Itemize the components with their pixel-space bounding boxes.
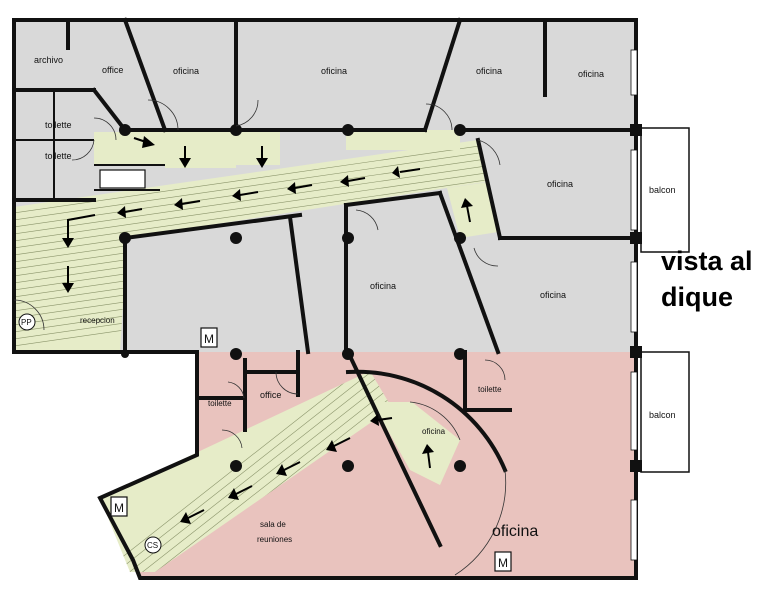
evacuation-arrows-upper	[62, 136, 473, 293]
marker-pp: PP	[18, 313, 36, 331]
evacuation-arrows-lower	[180, 414, 434, 524]
marker-pp-text: PP	[21, 318, 32, 327]
room-office-low-label: office	[260, 390, 281, 400]
window-strip-4	[630, 371, 638, 451]
door-swings	[13, 99, 507, 576]
room-oficina-east-label: oficina	[547, 179, 573, 189]
room-recepcion-label: recepcion	[80, 316, 115, 325]
lower-corridor-branch	[372, 402, 460, 485]
marker-m-bottom: M	[494, 551, 512, 572]
room-oficina-right-label: oficina	[540, 290, 566, 300]
marker-m-left: M	[110, 496, 128, 517]
corridor-branch-vertical	[447, 182, 498, 238]
room-balcon-low-label: balcon	[649, 410, 676, 420]
view-label-line1: vista al	[661, 246, 753, 276]
corridor-branch-toilets	[94, 132, 165, 165]
interior-walls-lower	[195, 349, 512, 548]
room-sala-label-line1: sala de	[260, 520, 286, 529]
room-balcon-top-label: balcon	[649, 185, 676, 195]
upper-corridor	[14, 140, 485, 352]
room-oficina-3-label: oficina	[476, 66, 502, 76]
marker-m-center: M	[200, 327, 218, 348]
room-toilette-low-left-label: toilette	[208, 399, 232, 408]
marker-m-center-text: M	[204, 332, 214, 346]
balcony-low-area	[640, 351, 690, 473]
room-toilette-low-right-label: toilette	[478, 385, 502, 394]
room-oficina-big-label: oficina	[492, 523, 538, 540]
marker-cs: CS	[144, 536, 162, 554]
marker-m-left-text: M	[114, 501, 124, 515]
room-office-label: office	[102, 65, 123, 75]
room-oficina-1-label: oficina	[173, 66, 199, 76]
room-oficina-round-label: oficina	[422, 427, 446, 436]
corridor-branch-right	[346, 130, 460, 150]
window-strip-5	[630, 499, 638, 561]
window-strip-1	[630, 49, 638, 96]
exterior-wall-lower	[97, 350, 638, 580]
room-oficina-center-label: oficina	[370, 281, 396, 291]
lower-corridor	[100, 371, 392, 572]
room-oficina-2-label: oficina	[321, 66, 347, 76]
marker-cs-text: CS	[147, 541, 158, 550]
room-oficina-4-label: oficina	[578, 69, 604, 79]
room-toilette-1-label: toilette	[45, 120, 72, 130]
window-strip-2	[630, 149, 638, 231]
interior-walls-upper	[12, 17, 638, 355]
marker-m-bottom-text: M	[498, 556, 508, 570]
room-toilette-2-label: toilette	[45, 151, 72, 161]
room-sala-label-line2: reuniones	[257, 535, 292, 544]
exterior-wall-left	[12, 18, 199, 354]
room-archivo-label: archivo	[34, 55, 63, 65]
window-strip-3	[630, 261, 638, 333]
corridor-branch-office2	[236, 130, 280, 165]
balcony-top-area	[640, 127, 690, 253]
view-label-line2: dique	[661, 282, 733, 312]
corridor-branch-office1	[165, 130, 236, 168]
